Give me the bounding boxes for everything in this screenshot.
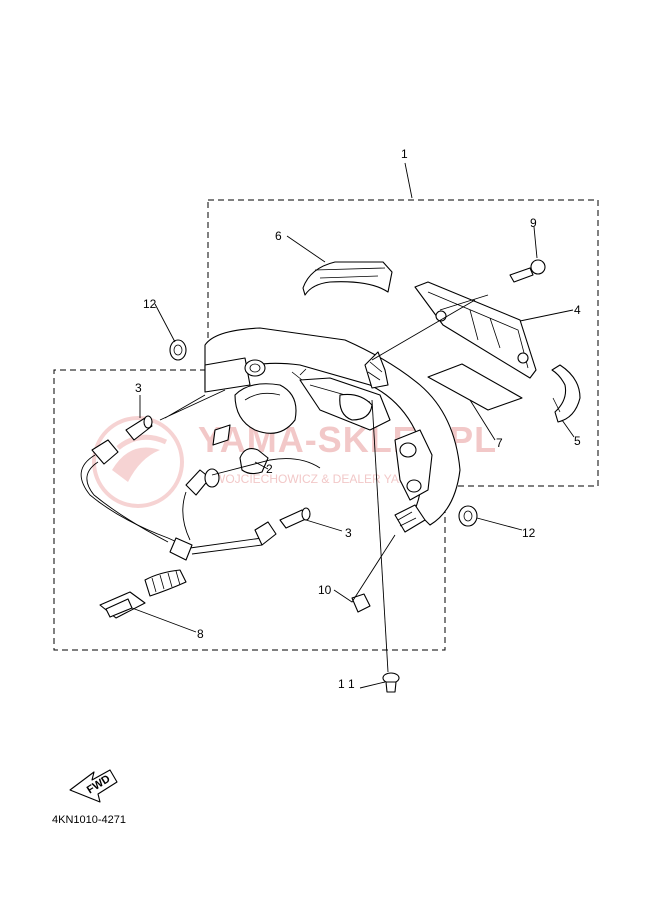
callout-12-right: 12 — [522, 526, 536, 540]
part-10-nut — [351, 593, 371, 613]
callout-10: 10 — [318, 583, 332, 597]
watermark-logo — [92, 416, 184, 508]
part-7-label — [427, 363, 523, 411]
part-6-reflector — [302, 261, 393, 296]
callout-11: 1 1 — [338, 677, 355, 691]
part-12-grommet-left — [169, 339, 187, 361]
leader-lines — [131, 162, 575, 689]
callout-7: 7 — [496, 436, 503, 450]
housing — [204, 327, 461, 533]
part-3-bulb-lower — [279, 507, 311, 529]
callout-1: 1 — [401, 147, 408, 161]
part-8-wire-harness — [80, 439, 277, 619]
watermark-tagline: WOJCIECHOWICZ & DEALER YAMAHA — [214, 472, 434, 486]
diagram-code: 4KN1010-4271 — [52, 814, 126, 826]
assembly-1-boundary — [53, 199, 599, 651]
callout-4: 4 — [574, 303, 581, 317]
callout-5: 5 — [574, 434, 581, 448]
fwd-arrow-icon: FWD — [69, 769, 118, 803]
part-3-bulb-upper — [125, 415, 153, 441]
callout-labels: 1 2 3 3 4 5 6 7 8 9 10 1 1 12 12 — [135, 147, 581, 691]
part-12-grommet-right — [458, 505, 478, 527]
part-4-lens-bar — [414, 281, 537, 379]
callout-8: 8 — [197, 627, 204, 641]
callout-3-lower: 3 — [345, 526, 352, 540]
part-9-screw — [509, 259, 546, 283]
part-2-bulb — [185, 448, 269, 496]
callout-9: 9 — [530, 216, 537, 230]
part-5-side-reflector — [551, 364, 581, 423]
callout-12-left: 12 — [143, 297, 157, 311]
callout-2: 2 — [266, 462, 273, 476]
part-11-bolt — [382, 672, 400, 693]
callout-3-upper: 3 — [135, 381, 142, 395]
callout-6: 6 — [275, 229, 282, 243]
